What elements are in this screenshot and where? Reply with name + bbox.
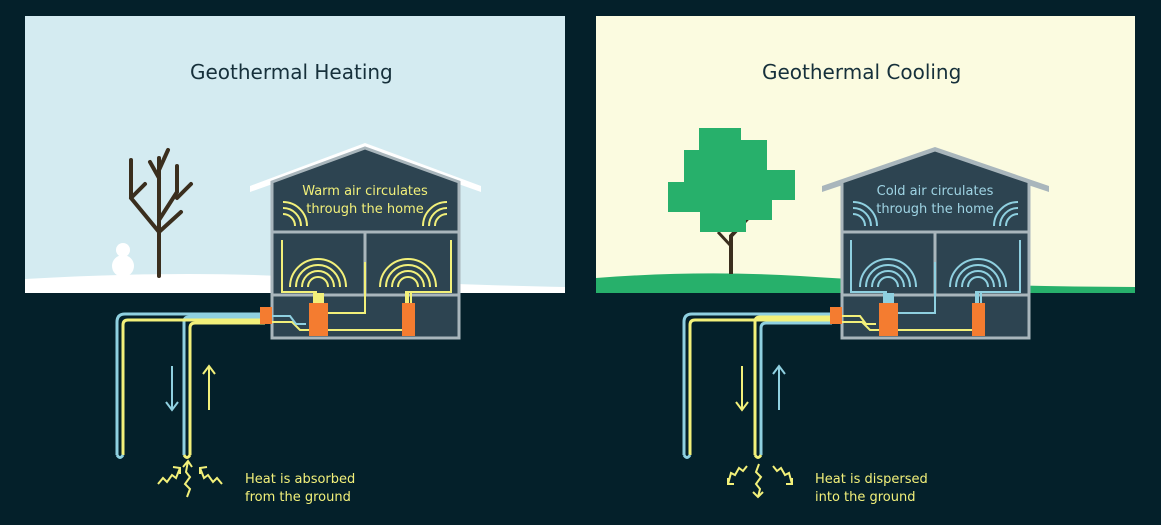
heating-house-label: Warm air circulates through the home	[300, 183, 430, 219]
cooling-house-label-line1: Cold air circulates	[876, 184, 994, 199]
cooling-flow-arrows	[735, 364, 786, 412]
leafy-tree	[668, 128, 795, 274]
heat-absorb-icon	[157, 459, 223, 498]
warm-air-waves	[282, 201, 448, 288]
indoor-unit	[879, 303, 898, 336]
water-tank	[972, 303, 985, 336]
heating-flow-arrows	[165, 364, 216, 412]
cooling-ground-loop	[682, 312, 832, 459]
cooling-house-label: Cold air circulates through the home	[870, 183, 1000, 219]
cooling-panel	[596, 16, 1135, 499]
heating-panel	[25, 16, 565, 498]
heating-caption-line1: Heat is absorbed	[245, 472, 356, 487]
cooling-caption: Heat is dispersed into the ground	[815, 471, 928, 507]
bare-tree	[129, 148, 193, 278]
heating-caption: Heat is absorbed from the ground	[245, 471, 355, 507]
water-tank	[402, 303, 415, 336]
heating-ground-loop	[115, 312, 265, 459]
heat-pump	[830, 307, 842, 324]
heating-house	[250, 143, 481, 340]
heating-ducts-cold	[272, 315, 306, 325]
heating-house-label-line1: Warm air circulates	[302, 184, 428, 199]
heating-house-label-line2: through the home	[306, 202, 424, 217]
snowman	[112, 243, 134, 277]
indoor-unit	[309, 303, 328, 336]
heat-disperse-icon	[727, 463, 793, 499]
cooling-house-label-line2: through the home	[876, 202, 994, 217]
cooling-caption-line1: Heat is dispersed	[815, 472, 928, 487]
cooling-caption-line2: into the ground	[815, 490, 916, 505]
down-arrow-icon	[735, 366, 749, 412]
down-arrow-icon	[165, 366, 179, 412]
air-handler	[313, 293, 324, 303]
heat-pump	[260, 307, 272, 324]
cold-air-waves	[852, 201, 1019, 288]
air-handler	[883, 293, 894, 303]
cooling-title: Geothermal Cooling	[762, 60, 962, 84]
cooling-ducts-warm	[842, 315, 974, 331]
heating-title: Geothermal Heating	[190, 60, 393, 84]
heating-ducts	[272, 240, 452, 331]
heating-caption-line2: from the ground	[245, 490, 351, 505]
up-arrow-icon	[202, 364, 216, 410]
up-arrow-icon	[772, 364, 786, 410]
